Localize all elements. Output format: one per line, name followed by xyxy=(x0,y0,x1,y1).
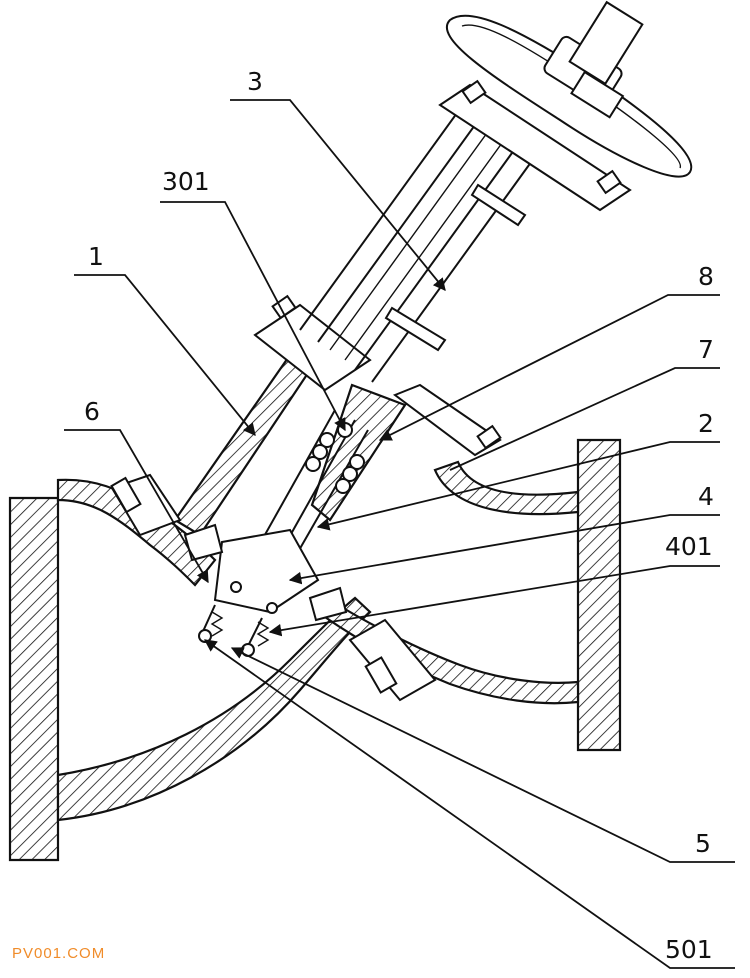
bonnet-flange xyxy=(110,294,502,702)
outlet-flange xyxy=(576,438,622,752)
callout-501-label: 501 xyxy=(665,935,713,964)
callout-301-label: 301 xyxy=(162,167,210,196)
callout-1-label: 1 xyxy=(88,242,104,271)
inlet-flange xyxy=(8,496,60,862)
callout-4-label: 4 xyxy=(698,482,714,511)
handwheel xyxy=(446,0,693,178)
callout-8-label: 8 xyxy=(698,262,714,291)
callout-5-label: 5 xyxy=(695,829,711,858)
callout-401-label: 401 xyxy=(665,532,713,561)
body-lower-wall xyxy=(56,596,372,822)
outlet-upper-wall xyxy=(433,460,580,516)
callouts: 3 301 1 8 7 2 4 401 6 5 501 xyxy=(64,67,735,969)
watermark: PV001.COM xyxy=(12,945,106,962)
stem-yoke xyxy=(299,79,632,383)
bonnet-neck xyxy=(173,353,312,537)
valve-body xyxy=(8,353,622,862)
callout-6-label: 6 xyxy=(84,397,100,426)
callout-3-label: 3 xyxy=(247,67,263,96)
callout-2-label: 2 xyxy=(698,409,714,438)
callout-7-label: 7 xyxy=(698,335,714,364)
valve-disc xyxy=(213,528,320,614)
